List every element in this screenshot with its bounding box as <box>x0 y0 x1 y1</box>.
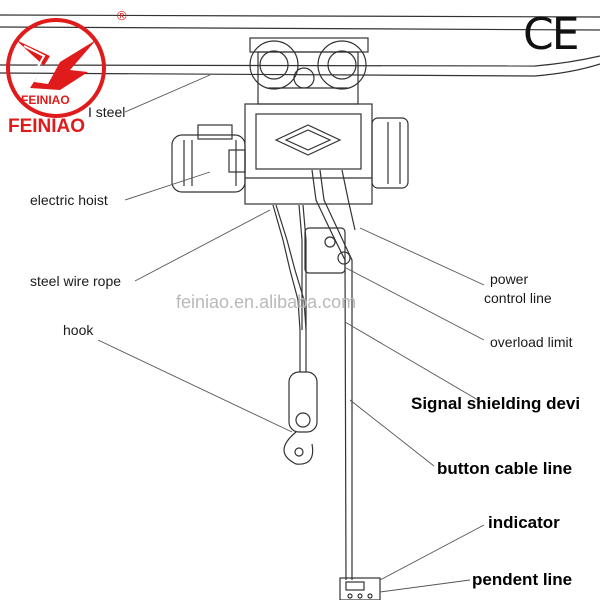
label-electric-hoist: electric hoist <box>30 192 108 208</box>
leader-lines <box>97 74 485 593</box>
label-power: power <box>490 271 529 287</box>
label-signal-shielding: Signal shielding devi <box>411 394 581 413</box>
rope-and-hook <box>272 204 351 465</box>
logo-bird-icon <box>6 18 106 118</box>
label-pendent-line: pendent line <box>472 570 573 589</box>
label-button-cable-line: button cable line <box>437 459 573 478</box>
pendant-cable <box>311 169 381 600</box>
hoist-body <box>171 103 409 205</box>
logo-inner-text: FEINIAO <box>21 93 70 107</box>
label-indicator: indicator <box>488 513 560 532</box>
logo-text: FEINIAO <box>8 116 86 137</box>
label-control-line: control line <box>484 290 552 306</box>
trolley <box>249 37 369 105</box>
label-hook: hook <box>63 322 94 338</box>
ce-mark: CE <box>523 9 580 60</box>
label-i-steel: I steel <box>88 104 126 120</box>
label-steel-wire-rope: steel wire rope <box>30 273 122 289</box>
label-overload-limit: overload limit <box>490 334 573 350</box>
i-beam <box>0 14 600 77</box>
watermark: feiniao.en.alibaba.com <box>176 292 357 312</box>
registered-mark: ® <box>117 8 127 23</box>
